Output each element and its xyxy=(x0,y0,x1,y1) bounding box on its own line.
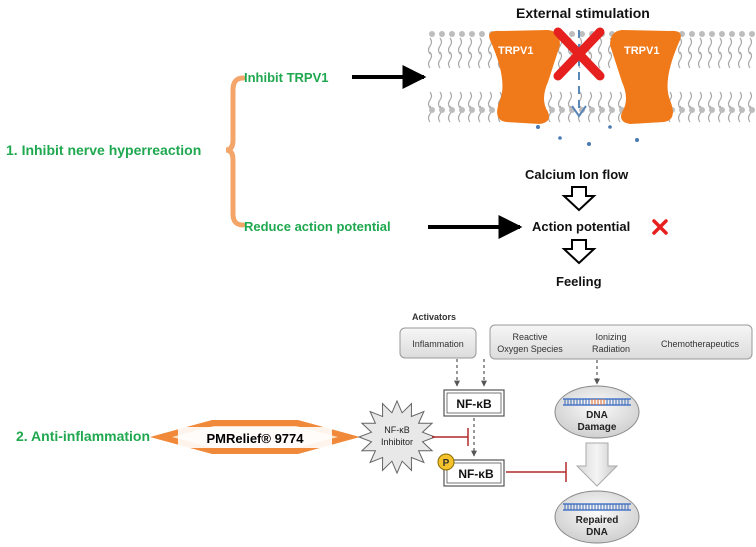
inhibitor-text-line1: NF-κB xyxy=(384,425,410,435)
section1-title: 1. Inhibit nerve hyperreaction xyxy=(6,142,201,158)
dna-damage-line1: DNA xyxy=(586,410,608,421)
nfkb-bottom-text: NF-κB xyxy=(458,467,494,481)
inflammation-box xyxy=(399,327,477,359)
block-x-icon xyxy=(553,27,605,81)
activators-box-right xyxy=(489,324,753,360)
activator-arrows xyxy=(454,359,600,387)
trpv1-left-half xyxy=(489,30,560,124)
activators-label: Activators xyxy=(412,312,456,322)
inhibitor-block-line xyxy=(432,428,469,446)
ion-dots xyxy=(536,125,639,146)
nfkb-top-text: NF-κB xyxy=(456,397,492,411)
branch-reduce-action-potential: Reduce action potential xyxy=(244,219,391,234)
external-stimulation-heading: External stimulation xyxy=(516,5,650,21)
repaired-dna-strand xyxy=(563,503,631,511)
ionizing-text-line2: Radiation xyxy=(592,344,630,354)
repaired-line1: Repaired xyxy=(576,515,619,526)
section2-title: 2. Anti-inflammation xyxy=(16,428,150,444)
cell-membrane xyxy=(427,31,755,123)
flow-arrow-2 xyxy=(561,239,597,265)
dna-damage-strand xyxy=(563,398,631,406)
flow-feeling: Feeling xyxy=(556,274,602,289)
ros-text-line2: Oxygen Species xyxy=(497,344,563,354)
ionizing-text-line1: Ionizing xyxy=(595,332,626,342)
repaired-line2: DNA xyxy=(586,527,608,538)
inflammation-text: Inflammation xyxy=(412,339,464,349)
action-potential-x-icon xyxy=(652,219,668,235)
chemo-text: Chemotherapeutics xyxy=(661,339,740,349)
trpv1-right-half xyxy=(610,30,681,124)
dna-damage-line2: Damage xyxy=(578,422,617,433)
ion-flow-arrowhead xyxy=(571,105,587,118)
flow-action-potential: Action potential xyxy=(532,219,630,234)
flow-calcium-ion: Calcium Ion flow xyxy=(525,167,629,182)
nfkb-inhibitor-burst xyxy=(357,399,437,475)
nfkb-bottom-box-inner xyxy=(446,462,502,484)
nfkb-block-line xyxy=(506,462,567,482)
section1-bracket xyxy=(225,75,246,228)
phosphate-text: P xyxy=(443,458,450,469)
product-name: PMRelief® 9774 xyxy=(206,431,304,446)
repair-big-arrow xyxy=(575,442,619,487)
trpv1-right-label: TRPV1 xyxy=(624,45,659,57)
ros-text-line1: Reactive xyxy=(512,332,547,342)
flow-arrow-1 xyxy=(561,186,597,212)
branch-inhibit-trpv1: Inhibit TRPV1 xyxy=(244,70,329,85)
phosphate-badge xyxy=(437,453,455,471)
nfkb-top-box-inner xyxy=(446,392,502,414)
product-banner-box xyxy=(178,427,332,448)
inhibitor-text-line2: Inhibitor xyxy=(381,437,413,447)
trpv1-left-label: TRPV1 xyxy=(498,45,533,57)
